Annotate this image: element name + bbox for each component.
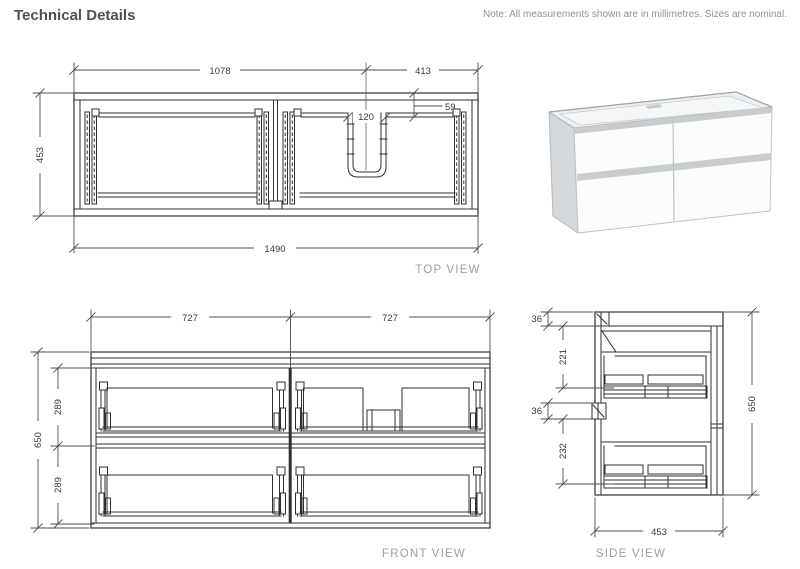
- side-view-dimensions: 36 221 36 232 650: [531, 307, 760, 538]
- dim-side-mid-rail: 36: [531, 406, 542, 417]
- top-view-drawing: [73, 92, 479, 217]
- dim-side-overall-depth: 453: [651, 527, 667, 538]
- dim-side-upper-clearance: 221: [558, 349, 569, 365]
- dim-side-lower-clearance: 232: [558, 443, 569, 459]
- side-view-drawing: [591, 311, 724, 496]
- dim-front-overall-height: 650: [33, 432, 44, 448]
- front-view-drawing: [90, 351, 491, 529]
- dim-top-basin-zone-width: 413: [415, 66, 431, 77]
- dim-side-overall-height: 650: [747, 396, 758, 412]
- dim-top-overall-width: 1490: [264, 244, 285, 255]
- cabinet-3d-render: [548, 91, 773, 234]
- top-view-dimensions: 1078 413 453 59 120 1490: [32, 62, 483, 255]
- measurement-note: Note: All measurements shown are in mill…: [482, 9, 787, 20]
- page-title: Technical Details: [14, 7, 136, 24]
- top-view-label: TOP VIEW: [415, 264, 480, 276]
- dim-top-depth: 453: [35, 147, 46, 163]
- front-view-label: FRONT VIEW: [382, 548, 466, 560]
- front-view-dimensions: 727 727 650 289 289: [30, 309, 495, 533]
- side-view-label: SIDE VIEW: [596, 548, 666, 560]
- dim-top-basin-back-offset: 59: [445, 102, 456, 113]
- dim-front-bay-right: 727: [382, 313, 398, 324]
- dim-top-cutout-width: 120: [358, 112, 374, 123]
- dim-front-lower-drawer: 289: [53, 477, 64, 493]
- dim-front-upper-drawer: 289: [53, 399, 64, 415]
- dim-front-bay-left: 727: [182, 313, 198, 324]
- dim-side-top-rail: 36: [531, 314, 542, 325]
- dim-top-inner-width: 1078: [209, 66, 230, 77]
